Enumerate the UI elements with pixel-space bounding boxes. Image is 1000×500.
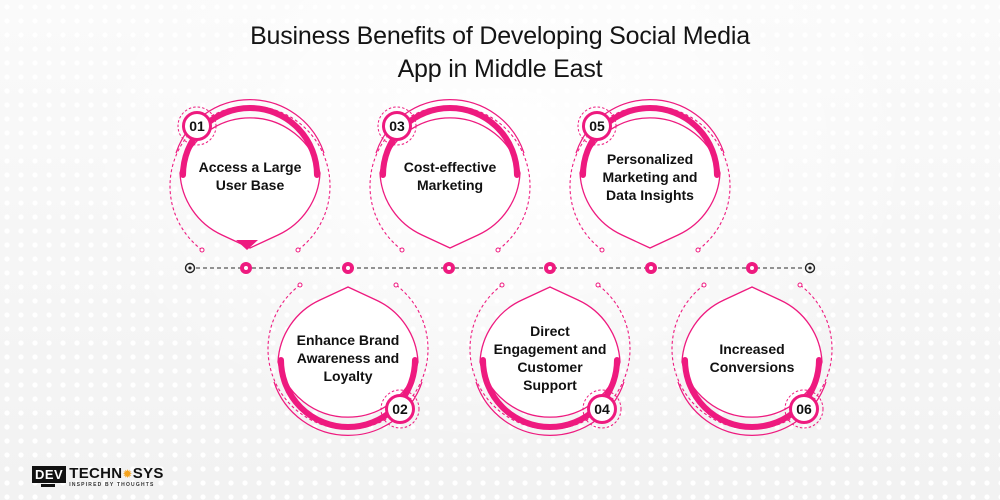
gear-icon: ✹ — [122, 467, 133, 481]
timeline-end-icon — [804, 262, 816, 274]
number-badge-06: 06 — [789, 394, 819, 424]
number-badge-02: 02 — [385, 394, 415, 424]
benefit-02-text: Enhance Brand Awareness and Loyalty — [296, 332, 400, 384]
logo-wordmark: TECHN✹SYS — [69, 465, 164, 482]
number-badge-05: 05 — [582, 111, 612, 141]
timeline-nodes — [240, 262, 758, 274]
devtechnosys-logo: DEV TECHN✹SYS INSPIRED BY THOUGHTS — [32, 466, 164, 490]
benefit-06-text: Increased Conversions — [709, 341, 795, 375]
page-title: Business Benefits of Developing Social M… — [0, 20, 1000, 86]
number-badge-01: 01 — [182, 111, 212, 141]
number-badge-03: 03 — [382, 111, 412, 141]
logo-tagline: INSPIRED BY THOUGHTS — [69, 482, 155, 488]
timeline-start-icon — [184, 262, 196, 274]
pointer-triangle-icon — [236, 240, 258, 250]
benefit-05-text: Personalized Marketing and Data Insights — [602, 151, 698, 203]
title-line-2: App in Middle East — [397, 55, 603, 83]
title-line-1: Business Benefits of Developing Social M… — [250, 22, 750, 50]
benefit-03-text: Cost-effective Marketing — [403, 159, 497, 193]
benefit-04-text: Direct Engagement and Customer Support — [493, 323, 607, 393]
benefit-01-text: Access a Large User Base — [198, 159, 302, 193]
number-badge-04: 04 — [587, 394, 617, 424]
logo-monitor-badge: DEV — [32, 466, 67, 487]
